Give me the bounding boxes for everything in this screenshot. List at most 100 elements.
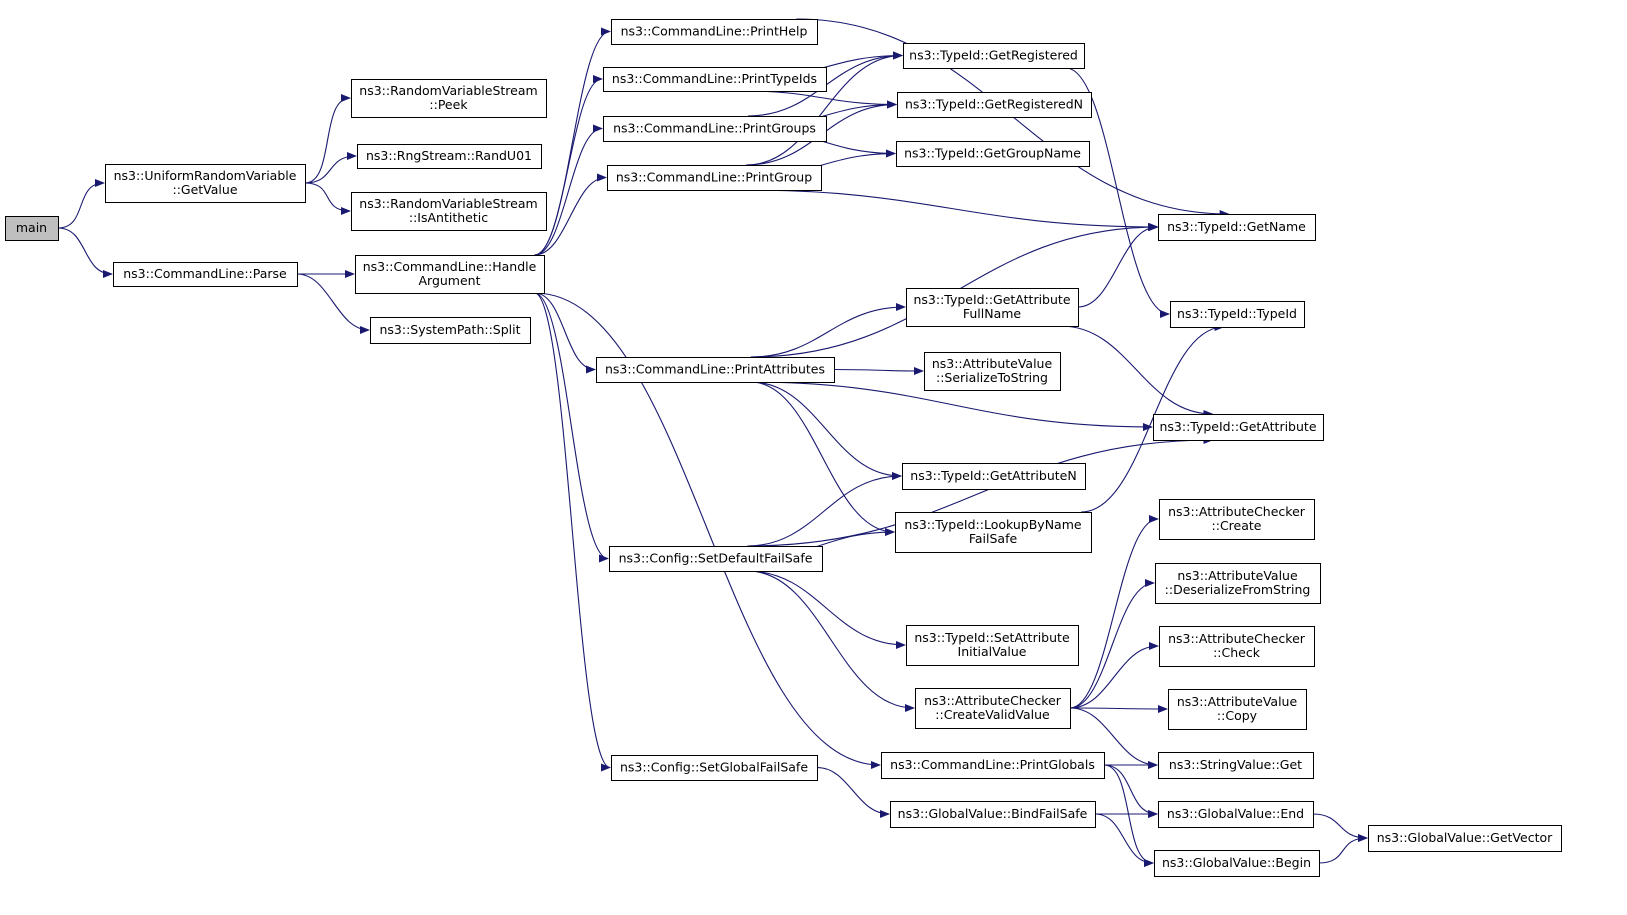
edge-cl_printgroup-to-tid_getregistered [746, 51, 903, 166]
edge-cfg_setdefault-to-ac_createvalidvalue [747, 570, 915, 712]
node-box [924, 352, 1061, 391]
node-box [1154, 850, 1320, 877]
node-tid_getattribute[interactable]: ns3::TypeId::GetAttribute [1153, 414, 1324, 441]
node-label: ::DeserializeFromString [1165, 582, 1311, 597]
node-cfg_setglobal[interactable]: ns3::Config::SetGlobalFailSafe [611, 755, 818, 781]
edge-cl_handlearg-to-cl_printattributes [534, 292, 596, 374]
node-box [1155, 563, 1321, 604]
edge-ac_createvalidvalue-to-ac_check [1069, 642, 1159, 709]
node-label: ns3::RngStream::RandU01 [366, 148, 532, 163]
node-cl_printattributes[interactable]: ns3::CommandLine::PrintAttributes [596, 357, 835, 383]
node-label: ::CreateValidValue [935, 707, 1050, 722]
node-box [906, 288, 1079, 327]
node-label: ns3::TypeId::GetGroupName [904, 146, 1081, 161]
node-ac_createvalidvalue[interactable]: ns3::AttributeChecker::CreateValidValue [915, 688, 1071, 729]
node-label: ns3::GlobalValue::GetVector [1377, 830, 1553, 845]
node-label: ns3::CommandLine::Parse [123, 266, 287, 281]
node-tid_getname[interactable]: ns3::TypeId::GetName [1158, 214, 1316, 241]
edge-urv_getvalue-to-rng_randu01 [304, 152, 357, 184]
node-label: Argument [418, 273, 480, 288]
node-box [1159, 626, 1315, 667]
node-box [1168, 689, 1307, 730]
node-tid_getgroupname[interactable]: ns3::TypeId::GetGroupName [896, 141, 1090, 167]
edge-cfg_setdefault-to-tid_getattribute [747, 436, 1214, 547]
node-label: ns3::Config::SetDefaultFailSafe [619, 551, 813, 566]
node-av_serializetostring[interactable]: ns3::AttributeValue::SerializeToString [924, 352, 1061, 391]
node-rng_randu01[interactable]: ns3::RngStream::RandU01 [357, 144, 542, 169]
node-box [351, 79, 547, 118]
node-box [351, 192, 547, 231]
node-ac_create[interactable]: ns3::AttributeChecker::Create [1159, 499, 1315, 540]
node-cl_parse[interactable]: ns3::CommandLine::Parse [113, 262, 298, 287]
node-rvs_peek[interactable]: ns3::RandomVariableStream::Peek [351, 79, 547, 118]
node-sp_split[interactable]: ns3::SystemPath::Split [370, 317, 531, 344]
node-cl_printhelp[interactable]: ns3::CommandLine::PrintHelp [611, 19, 818, 45]
edge-ac_createvalidvalue-to-ac_create [1069, 515, 1159, 709]
node-label: FailSafe [969, 531, 1018, 546]
edge-cl_printattributes-to-tid_lookupbyname [750, 381, 895, 536]
node-label: ns3::Config::SetGlobalFailSafe [620, 760, 808, 775]
node-gv_bindfailsafe[interactable]: ns3::GlobalValue::BindFailSafe [890, 801, 1096, 828]
node-ac_check[interactable]: ns3::AttributeChecker::Check [1159, 626, 1315, 667]
node-sv_get[interactable]: ns3::StringValue::Get [1158, 752, 1314, 779]
node-label: ns3::CommandLine::PrintGroup [616, 170, 812, 185]
node-rvs_isantithetic[interactable]: ns3::RandomVariableStream::IsAntithetic [351, 192, 547, 231]
node-tid_typeid[interactable]: ns3::TypeId::TypeId [1170, 301, 1305, 328]
edge-cl_handlearg-to-cl_printtypeids [534, 75, 603, 256]
node-box [881, 752, 1105, 779]
node-label: ns3::AttributeValue [1177, 568, 1298, 583]
node-box [906, 625, 1079, 666]
node-label: ns3::CommandLine::PrintGlobals [890, 757, 1095, 772]
node-label: ns3::TypeId::GetName [1167, 219, 1306, 234]
node-box [902, 463, 1086, 490]
node-main[interactable]: main [5, 216, 59, 241]
node-box [1158, 801, 1314, 828]
node-gv_end[interactable]: ns3::GlobalValue::End [1158, 801, 1314, 828]
node-box [1153, 414, 1324, 441]
edge-cl_printattributes-to-tid_getattribute [750, 381, 1153, 431]
node-gv_begin[interactable]: ns3::GlobalValue::Begin [1154, 850, 1320, 877]
node-tid_getregisteredn[interactable]: ns3::TypeId::GetRegisteredN [897, 92, 1092, 118]
node-label: ns3::CommandLine::PrintTypeIds [612, 71, 817, 86]
node-cl_printgroup[interactable]: ns3::CommandLine::PrintGroup [607, 165, 822, 191]
node-tid_getregistered[interactable]: ns3::TypeId::GetRegistered [903, 43, 1085, 69]
edge-cl_printattributes-to-tid_getattributen [750, 381, 902, 480]
edge-cl_printglobals-to-gv_end [1103, 764, 1158, 818]
edge-gv_bindfailsafe-to-gv_begin [1094, 813, 1154, 867]
edge-tid_lookupbyname-to-tid_typeid [1081, 323, 1225, 513]
node-cl_printtypeids[interactable]: ns3::CommandLine::PrintTypeIds [603, 67, 827, 92]
node-box [607, 165, 822, 191]
node-cl_printglobals[interactable]: ns3::CommandLine::PrintGlobals [881, 752, 1105, 779]
node-box [903, 43, 1085, 69]
edge-cl_handlearg-to-cfg_setglobal [534, 292, 611, 772]
node-cfg_setdefault[interactable]: ns3::Config::SetDefaultFailSafe [609, 546, 823, 572]
node-box [370, 317, 531, 344]
node-av_deserialize[interactable]: ns3::AttributeValue::DeserializeFromStri… [1155, 563, 1321, 604]
edge-cl_printtypeids-to-tid_getregisteredn [747, 90, 897, 109]
node-gv_getvector[interactable]: ns3::GlobalValue::GetVector [1368, 825, 1562, 852]
node-label: ns3::AttributeChecker [924, 693, 1062, 708]
node-box [897, 92, 1092, 118]
node-box [1368, 825, 1562, 852]
node-label: ns3::GlobalValue::End [1167, 806, 1304, 821]
edges-layer [57, 18, 1368, 867]
node-box [357, 144, 542, 169]
edge-main-to-cl_parse [57, 227, 113, 278]
node-av_copy[interactable]: ns3::AttributeValue::Copy [1168, 689, 1307, 730]
edge-tid_getattrfullname-to-tid_getname [1077, 223, 1158, 308]
node-box [611, 19, 818, 45]
node-box [890, 801, 1096, 828]
node-box [1170, 301, 1305, 328]
node-urv_getvalue[interactable]: ns3::UniformRandomVariable::GetValue [105, 164, 306, 203]
node-label: ::Create [1212, 518, 1262, 533]
node-label: ns3::TypeId::GetAttribute [913, 292, 1070, 307]
node-tid_getattributen[interactable]: ns3::TypeId::GetAttributeN [902, 463, 1086, 490]
node-cl_printgroups[interactable]: ns3::CommandLine::PrintGroups [603, 116, 827, 142]
node-box [896, 141, 1090, 167]
node-label: ns3::AttributeValue [932, 356, 1053, 371]
